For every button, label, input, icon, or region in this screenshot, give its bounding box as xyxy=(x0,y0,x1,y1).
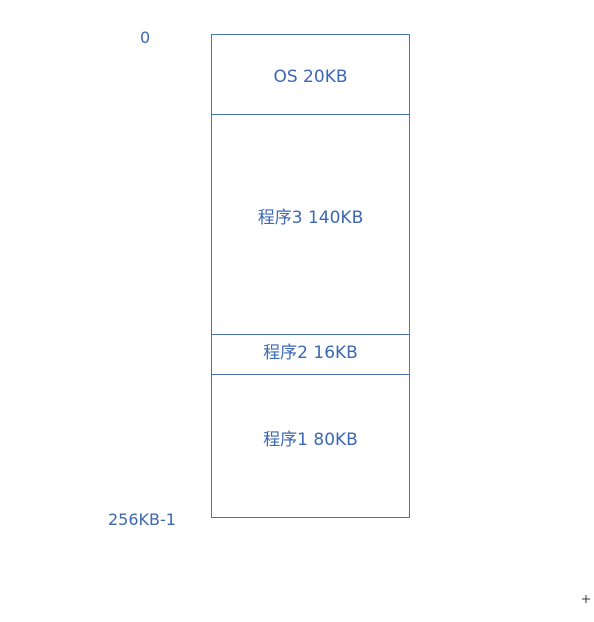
segment-os: OS 20KB xyxy=(212,35,409,115)
segment-program-3: 程序3 140KB xyxy=(212,115,409,335)
segment-program-2: 程序2 16KB xyxy=(212,335,409,375)
segment-program-3-label: 程序3 140KB xyxy=(257,208,364,228)
segment-program-2-label: 程序2 16KB xyxy=(263,343,358,363)
crosshair-cursor-icon xyxy=(582,592,590,606)
segment-program-1: 程序1 80KB xyxy=(212,375,409,517)
start-address-label: 0 xyxy=(140,28,151,47)
segment-program-1-label: 程序1 80KB xyxy=(263,430,358,450)
memory-map: OS 20KB 程序3 140KB 程序2 16KB 程序1 80KB xyxy=(211,34,410,518)
segment-os-label: OS 20KB xyxy=(273,67,348,87)
end-address-label: 256KB-1 xyxy=(108,510,176,529)
